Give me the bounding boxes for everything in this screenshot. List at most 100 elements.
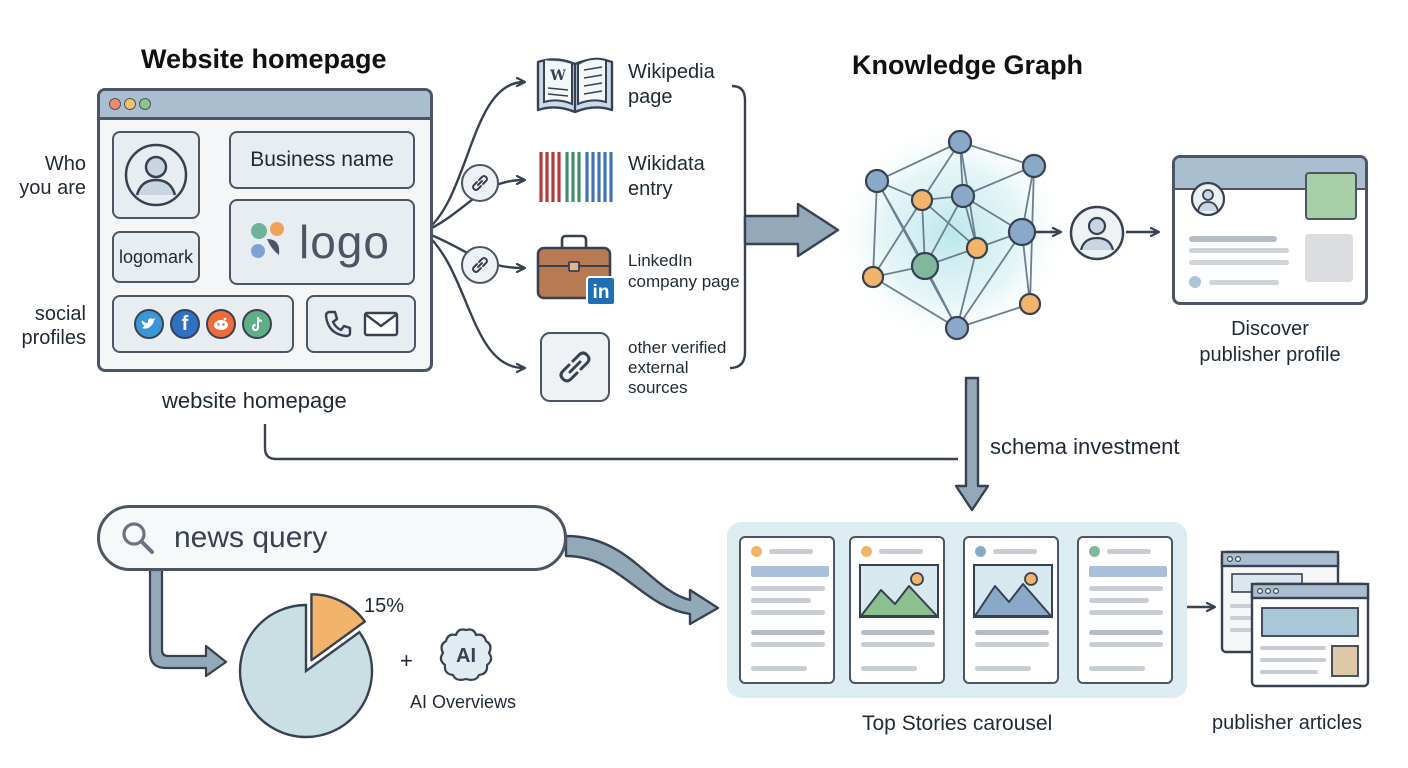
- logo-text: logo: [299, 216, 390, 268]
- knowledge-graph-title: Knowledge Graph: [852, 50, 1084, 80]
- other-sources-label: other verified external sources: [628, 338, 727, 397]
- avatar-box: [112, 131, 200, 219]
- wikidata-label: Wikidata entry: [628, 153, 705, 200]
- logomark-text: logomark: [118, 246, 194, 267]
- window-titlebar: [100, 91, 430, 120]
- schema-arrow: [954, 376, 990, 512]
- source-dot: [975, 546, 986, 557]
- wikipedia-label: Wikipedia page: [628, 61, 715, 108]
- ai-badge-text: AI: [456, 645, 476, 667]
- profile-line: [1209, 280, 1279, 285]
- news-search-bar[interactable]: news query: [97, 505, 567, 571]
- link-circle-1: [461, 164, 499, 202]
- logomark-box: logomark: [112, 231, 200, 283]
- graph-node: [965, 236, 989, 260]
- twitter-icon: [134, 309, 164, 339]
- logo-mark-icon: [251, 222, 284, 258]
- chain-link-icon: [472, 257, 488, 273]
- graph-edge: [921, 199, 978, 249]
- close-dot-icon: [109, 98, 121, 110]
- graph-node: [861, 265, 885, 289]
- knowledge-graph-network: [861, 129, 1047, 341]
- svg-text:W: W: [549, 68, 566, 84]
- graph-node: [1021, 153, 1047, 179]
- top-stories-carousel: [727, 522, 1187, 698]
- source-dot: [861, 546, 872, 557]
- contact-icons-box: [306, 295, 416, 353]
- landscape-image-icon: [859, 564, 939, 618]
- linkedin-badge-icon: in: [586, 276, 616, 306]
- graph-edge: [956, 303, 1031, 329]
- who-you-are-label: Who you are: [19, 153, 86, 199]
- maximize-dot-icon: [139, 98, 151, 110]
- graph-edge: [956, 231, 1023, 329]
- website-homepage-window: Business name logo logomark f: [97, 88, 433, 372]
- reddit-icon: [206, 309, 236, 339]
- graph-node: [1007, 217, 1037, 247]
- graph-edge: [872, 180, 878, 278]
- graph-edge: [959, 141, 1035, 167]
- linkedin-label: LinkedIn company page: [628, 251, 740, 291]
- graph-edge: [956, 247, 978, 329]
- publisher-profile-caption: Discover publisher profile: [1199, 318, 1341, 366]
- graph-node: [864, 168, 890, 194]
- share-pie-chart: [238, 593, 374, 739]
- plus-sign: +: [400, 648, 413, 673]
- business-name-text: Business name: [250, 148, 394, 171]
- graph-node: [944, 315, 970, 341]
- profile-line: [1189, 236, 1277, 242]
- graph-edge: [872, 199, 923, 278]
- profile-image-green: [1305, 172, 1357, 220]
- publisher-person-icon: [1069, 205, 1125, 261]
- chain-link-icon: [472, 175, 488, 191]
- profile-image-grey: [1305, 234, 1353, 282]
- search-query-text: news query: [174, 521, 328, 554]
- story-card[interactable]: [849, 536, 945, 684]
- graph-node: [950, 183, 976, 209]
- story-card[interactable]: [963, 536, 1059, 684]
- ai-overviews-label: AI Overviews: [410, 692, 517, 712]
- logo-box: logo: [229, 199, 415, 285]
- source-connectors: [423, 82, 747, 368]
- pie-main-slice: [238, 603, 374, 739]
- graph-node: [910, 188, 934, 212]
- publisher-articles-caption: publisher articles: [1212, 712, 1363, 734]
- to-carousel-arrow: [564, 534, 720, 626]
- to-graph-arrow: [743, 202, 840, 258]
- publisher-profile-card: [1172, 155, 1368, 305]
- source-dot: [1089, 546, 1100, 557]
- story-card[interactable]: [1077, 536, 1173, 684]
- social-icons-box: f: [112, 295, 294, 353]
- profile-line: [1189, 260, 1289, 265]
- to-pie-arrow: [148, 568, 228, 678]
- tiktok-icon: [242, 309, 272, 339]
- profile-line: [1189, 248, 1289, 253]
- source-dot: [751, 546, 762, 557]
- website-homepage-title: Website homepage: [141, 44, 387, 74]
- graph-edge: [872, 276, 958, 329]
- story-card[interactable]: [739, 536, 835, 684]
- pie-highlight-slice: [310, 593, 367, 662]
- graph-edge: [876, 141, 961, 182]
- pie-percent-label: 15%: [364, 595, 405, 617]
- business-name-box: Business name: [229, 131, 415, 189]
- link-icon: [540, 332, 610, 402]
- person-icon: [124, 143, 188, 207]
- website-homepage-caption: website homepage: [162, 388, 347, 413]
- ai-brain-icon: AI: [439, 628, 493, 681]
- graph-node: [947, 129, 973, 155]
- top-stories-caption: Top Stories carousel: [862, 712, 1053, 735]
- profile-dot: [1189, 276, 1201, 288]
- facebook-icon: f: [170, 309, 200, 339]
- phone-icon: [324, 310, 352, 338]
- mail-icon: [363, 311, 399, 337]
- book-icon: W: [536, 57, 614, 114]
- barcode-icon: [539, 152, 613, 202]
- schema-investment-label: schema investment: [990, 434, 1180, 459]
- graph-node: [1018, 292, 1042, 316]
- graph-node: [910, 251, 940, 281]
- graph-edge: [962, 165, 1035, 197]
- search-icon: [122, 522, 154, 554]
